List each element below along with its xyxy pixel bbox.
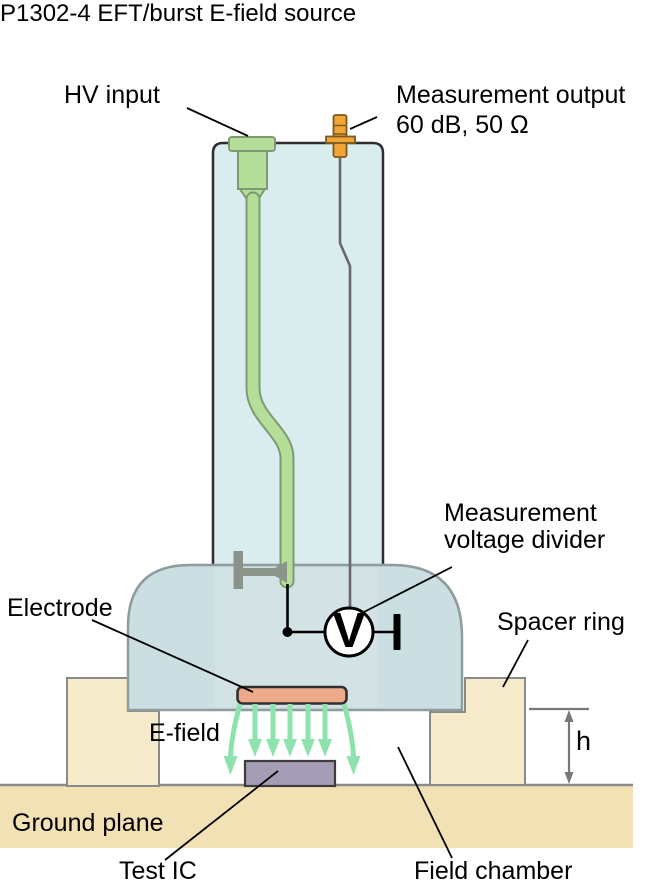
leader-test-ic xyxy=(164,770,279,861)
e-field-arrows xyxy=(223,703,361,775)
test-ic-shape xyxy=(243,759,337,788)
support-bracket-arm xyxy=(243,568,277,576)
ground-plane-shape xyxy=(0,785,633,848)
support-bracket-clamp xyxy=(275,561,287,583)
e-field-arrow-shaft xyxy=(228,703,243,758)
voltage-divider-line1: Measurement xyxy=(444,499,597,527)
hv-connector-body xyxy=(237,150,268,190)
support-bracket-post xyxy=(233,551,243,589)
leader-measurement-output xyxy=(349,116,378,130)
spacer-ring-right-shape xyxy=(429,677,526,786)
test-ic-label: Test IC xyxy=(119,857,197,885)
junction-dot xyxy=(282,627,293,637)
spacer-ring-label: Spacer ring xyxy=(497,608,625,636)
e-field-arrow-head xyxy=(248,739,262,757)
leader-hv-input xyxy=(186,107,249,137)
support-bracket xyxy=(233,551,287,589)
hv-cable xyxy=(247,193,293,587)
h-arrow-head-bottom xyxy=(564,772,574,784)
page-title: P1302-4 EFT/burst E-field source xyxy=(0,0,357,27)
e-field-arrow-head xyxy=(301,739,315,757)
output-connector-flange xyxy=(325,135,356,144)
voltage-divider-line2: voltage divider xyxy=(444,526,606,554)
leader-field-chamber xyxy=(397,746,453,859)
voltmeter-symbol: V xyxy=(332,604,366,658)
e-field-label: E-field xyxy=(149,719,220,747)
h-dimension-label: h xyxy=(576,726,592,756)
voltmeter-circle xyxy=(323,606,375,658)
field-chamber-label: Field chamber xyxy=(414,857,573,885)
source-body-column xyxy=(211,141,385,570)
electrode-label: Electrode xyxy=(7,594,113,622)
terminal-bar xyxy=(393,614,401,650)
e-field-arrow-head xyxy=(318,739,332,757)
measurement-output-line2: 60 dB, 50 Ω xyxy=(396,111,529,139)
voltage-divider-label: Measurement voltage divider xyxy=(444,500,605,554)
leader-voltage-divider xyxy=(363,566,453,613)
e-field-arrow-head xyxy=(266,739,280,757)
hv-input-label: HV input xyxy=(64,81,160,109)
e-field-arrow-shaft xyxy=(341,703,356,758)
ground-plane-label: Ground plane xyxy=(12,809,164,837)
leader-electrode xyxy=(91,619,254,693)
measurement-output-line1: Measurement output xyxy=(396,81,626,109)
e-field-arrow-head xyxy=(223,756,238,775)
measurement-output-label: Measurement output 60 dB, 50 Ω xyxy=(396,80,625,140)
e-field-arrow-head xyxy=(346,756,361,775)
leader-spacer-ring xyxy=(502,639,529,688)
measurement-wire xyxy=(338,157,352,610)
h-arrow-head-top xyxy=(564,710,574,722)
e-field-arrow-head xyxy=(283,739,297,757)
hv-connector-cap xyxy=(228,136,276,152)
electrode-shape xyxy=(236,685,348,705)
